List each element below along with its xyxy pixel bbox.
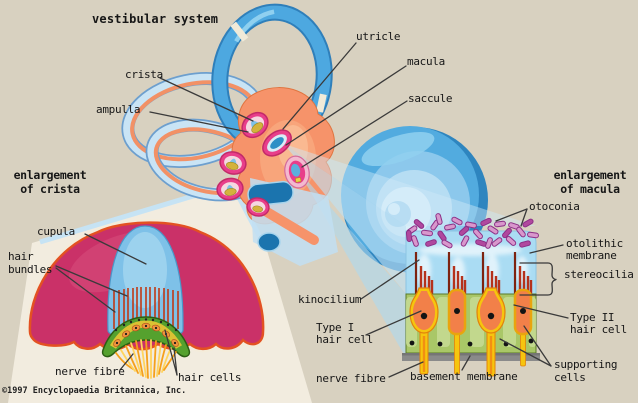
label-supporting-cells-line1: supporting: [554, 358, 618, 371]
label-type2-line2: hair cell: [570, 323, 627, 336]
basement-membrane-shape: [402, 353, 540, 361]
label-cupula: cupula: [37, 225, 75, 238]
label-hair-bundles-line1: hair: [8, 250, 34, 263]
otoconia-crystals: [405, 213, 539, 249]
label-otolithic-membrane-line1: otolithic: [566, 237, 623, 250]
label-saccule: saccule: [408, 92, 453, 105]
label-nerve-fibre-crista: nerve fibre: [55, 365, 125, 378]
crista-hair-cell-ridge: [101, 316, 191, 358]
label-otolithic-membrane-line2: membrane: [566, 249, 617, 262]
utricle-macula: [262, 129, 292, 157]
label-nerve-fibre-macula: nerve fibre: [316, 372, 386, 385]
macula-enlargement: [402, 213, 540, 377]
label-supporting-cells-line2: cells: [554, 371, 586, 384]
crista-enlargement: [26, 219, 267, 379]
stereocilia-bracket: [519, 262, 557, 296]
label-crista: crista: [125, 68, 163, 81]
label-kinocilium: kinocilium: [298, 293, 362, 306]
label-stereocilia: stereocilia: [564, 268, 634, 281]
label-ampulla: ampulla: [96, 103, 141, 116]
label-type1-line1: Type I: [316, 321, 354, 334]
page-title: vestibular system: [92, 12, 219, 26]
label-otoconia: otoconia: [529, 200, 580, 213]
copyright: ©1997 Encyclopaedia Britannica, Inc.: [2, 386, 187, 396]
endolymphatic-structures: [247, 178, 338, 266]
label-macula: macula: [407, 55, 445, 68]
saccule-shape: [284, 155, 310, 189]
label-hair-bundles-line2: bundles: [8, 263, 53, 276]
label-type1-line2: hair cell: [316, 333, 373, 346]
ampullae: [216, 111, 270, 217]
label-utricle: utricle: [356, 30, 401, 43]
hair-cells-shapes: [409, 287, 533, 377]
label-type2-line1: Type II: [570, 311, 615, 324]
bundle-base-dots: [114, 318, 178, 332]
label-hair-cells: hair cells: [178, 371, 242, 384]
leader-lines: [55, 42, 569, 378]
label-basement-membrane: basement membrane: [410, 370, 518, 383]
crista-hair-cells: [113, 322, 179, 347]
